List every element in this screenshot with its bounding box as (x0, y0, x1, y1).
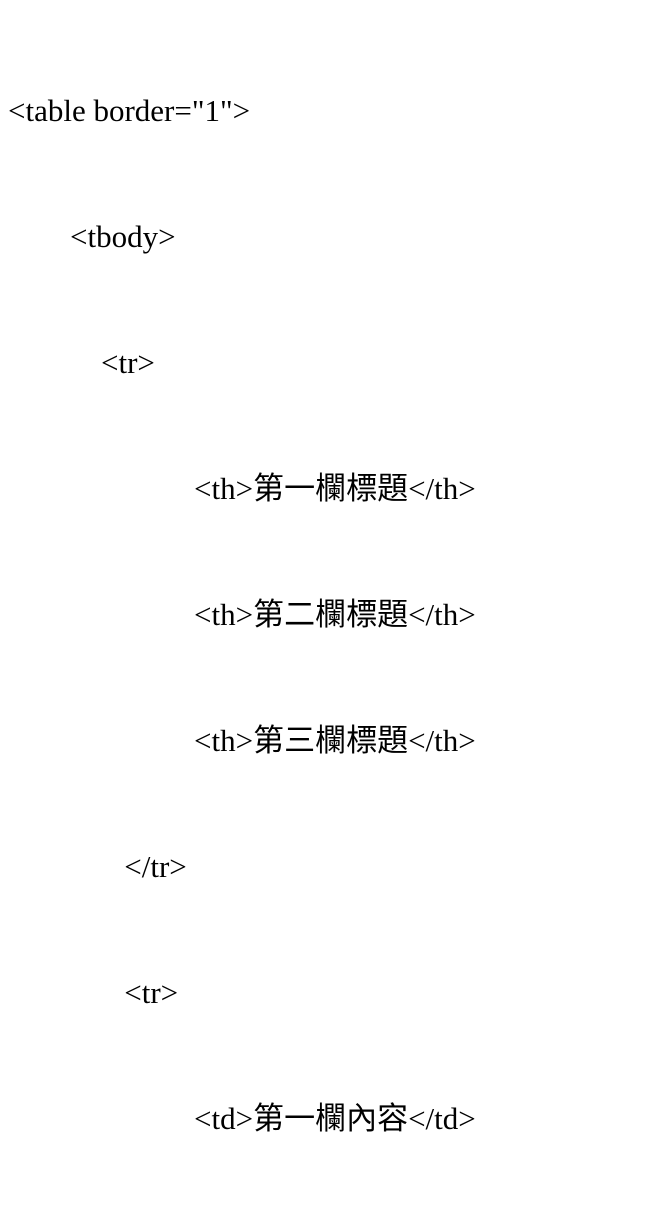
code-line: <td>第一欄內容</td> (8, 1101, 476, 1136)
code-line: <tr> (8, 975, 179, 1010)
code-line: <tr> (8, 345, 155, 380)
code-line: <table border="1"> (8, 93, 251, 128)
code-line: </tr> (8, 849, 187, 884)
code-line: <tbody> (8, 219, 176, 254)
code-line: <th>第一欄標題</th> (8, 471, 476, 506)
code-line: <th>第二欄標題</th> (8, 597, 476, 632)
code-line: <th>第三欄標題</th> (8, 723, 476, 758)
